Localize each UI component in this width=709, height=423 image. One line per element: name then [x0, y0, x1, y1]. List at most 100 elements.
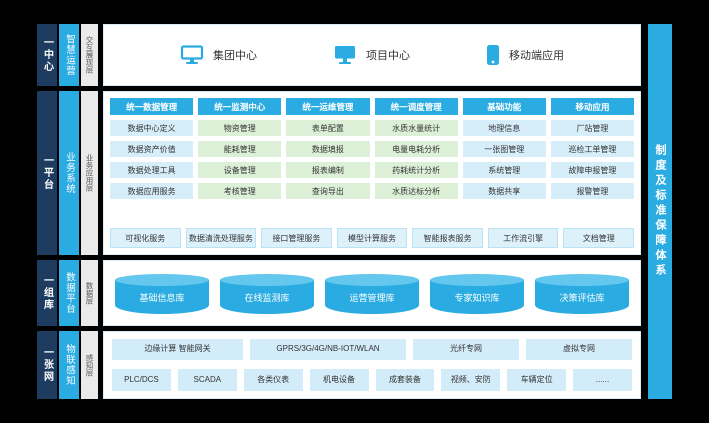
center-label: 项目中心	[366, 50, 410, 62]
layer-rows: 一中心 智慧运营 交互展现层 集团中心 项目中心	[37, 24, 641, 399]
module-columns: 统一数据管理 数据中心定义 数据资产价值 数据处理工具 数据应用服务 统一监测中…	[110, 98, 635, 220]
layer-network: 一张网 物联感知 感知层 边缘计算 智能网关 GPRS/3G/4G/NB-IOT…	[37, 331, 641, 399]
module-item: 数据中心定义	[110, 120, 194, 136]
module-item: 查询导出	[286, 183, 370, 199]
module-item: 物资管理	[198, 120, 282, 136]
layer-platform-subtitle: 业务系统	[59, 91, 79, 255]
service-box: 智能报表服务	[412, 228, 483, 248]
layer-network-title: 一张网	[37, 331, 57, 399]
center-label: 集团中心	[213, 50, 257, 62]
module-item: 能耗管理	[198, 141, 282, 157]
module-mobile-apps: 移动应用 厂站管理 巡检工单管理 故障申报管理 报警管理	[550, 98, 635, 220]
mobile-icon	[486, 44, 500, 66]
cylinder-top	[220, 274, 314, 286]
layer-databases-subtitle: 数据平台	[59, 260, 79, 326]
standards-guarantee-bar: 制度及标准保障体系	[648, 24, 672, 399]
layer-network-subtitle: 物联感知	[59, 331, 79, 399]
device-box: 车辆定位	[507, 369, 567, 391]
network-box: 边缘计算 智能网关	[112, 339, 243, 360]
module-item: 考核管理	[198, 183, 282, 199]
database-label: 在线监测库	[244, 292, 290, 303]
databases-panel: 基础信息库 在线监测库 运营管理库 专家知识库	[103, 260, 641, 326]
layer-network-tier-label: 感知层	[81, 331, 98, 399]
module-unified-data-mgmt: 统一数据管理 数据中心定义 数据资产价值 数据处理工具 数据应用服务	[110, 98, 194, 220]
cylinder-top	[325, 274, 419, 286]
module-item: 报警管理	[550, 183, 635, 199]
module-item: 报表编制	[286, 162, 370, 178]
database-label: 运营管理库	[349, 292, 395, 303]
network-links-row: 边缘计算 智能网关 GPRS/3G/4G/NB-IOT/WLAN 光纤专网 虚拟…	[112, 339, 632, 360]
service-box: 工作流引擎	[487, 228, 559, 248]
module-item: 系统管理	[462, 162, 546, 178]
module-item: 一张图管理	[462, 141, 546, 157]
service-box: 模型计算服务	[336, 228, 408, 248]
desktop-icon	[333, 45, 357, 65]
desktop-icon	[180, 45, 204, 65]
module-ops-mgmt: 统一运维管理 表单配置 数据填报 报表编制 查询导出	[286, 98, 370, 220]
module-dispatch-mgmt: 统一调度管理 水质水量统计 电量电耗分析 药耗统计分析 水质达标分析	[374, 98, 458, 220]
service-box: 可视化服务	[110, 228, 181, 248]
module-basic-functions: 基础功能 地理信息 一张图管理 系统管理 数据共享	[462, 98, 546, 220]
device-box: SCADA	[177, 369, 237, 391]
layer-databases-title: 一组库	[37, 260, 57, 326]
device-box: 各类仪表	[243, 369, 303, 391]
module-item: 数据资产价值	[110, 141, 194, 157]
database-label: 决策评估库	[559, 292, 605, 303]
applications-panel: 统一数据管理 数据中心定义 数据资产价值 数据处理工具 数据应用服务 统一监测中…	[103, 91, 641, 255]
center-group-project: 项目中心	[333, 45, 410, 65]
layer-center-subtitle: 智慧运营	[59, 24, 79, 86]
module-item: 故障申报管理	[550, 162, 635, 178]
database-cylinder: 决策评估库	[535, 274, 629, 314]
diagram-body: 一中心 智慧运营 交互展现层 集团中心 项目中心	[37, 24, 672, 399]
center-group-mobile: 移动端应用	[486, 44, 564, 66]
device-box: 机电设备	[309, 369, 369, 391]
centers-panel: 集团中心 项目中心 移动端应用	[103, 24, 641, 86]
module-title: 统一监测中心	[198, 98, 282, 115]
database-cylinder: 专家知识库	[430, 274, 524, 314]
network-box: 虚拟专网	[526, 339, 632, 360]
layer-center-tier-label: 交互展现层	[81, 24, 98, 86]
module-title: 统一调度管理	[374, 98, 458, 115]
module-item: 地理信息	[462, 120, 546, 136]
center-group-hq: 集团中心	[180, 45, 257, 65]
module-item: 水质达标分析	[374, 183, 458, 199]
database-label: 专家知识库	[454, 292, 500, 303]
module-item: 数据共享	[462, 183, 546, 199]
database-cylinder: 在线监测库	[220, 274, 314, 314]
module-item: 电量电耗分析	[374, 141, 458, 157]
layer-databases: 一组库 数据平台 数据层 基础信息库 在线监测库 运营管理库	[37, 260, 641, 326]
database-cylinder: 运营管理库	[325, 274, 419, 314]
layer-platform: 一平台 业务系统 业务应用层 统一数据管理 数据中心定义 数据资产价值 数据处理…	[37, 91, 641, 255]
layer-databases-tier-label: 数据层	[81, 260, 98, 326]
service-box: 文档管理	[563, 228, 635, 248]
module-item: 水质水量统计	[374, 120, 458, 136]
network-box: GPRS/3G/4G/NB-IOT/WLAN	[250, 339, 406, 360]
cylinder-top	[535, 274, 629, 286]
device-box: 成套装备	[375, 369, 435, 391]
module-item: 厂站管理	[550, 120, 635, 136]
module-item: 数据填报	[286, 141, 370, 157]
module-item: 数据应用服务	[110, 183, 194, 199]
device-box: 视频、安防	[441, 369, 501, 391]
module-title: 统一数据管理	[110, 98, 194, 115]
module-item: 表单配置	[286, 120, 370, 136]
module-title: 统一运维管理	[286, 98, 370, 115]
platform-services-row: 可视化服务 数据清洗处理服务 接口管理服务 模型计算服务 智能报表服务 工作流引…	[110, 228, 635, 248]
center-label: 移动端应用	[509, 50, 564, 62]
layer-center: 一中心 智慧运营 交互展现层 集团中心 项目中心	[37, 24, 641, 86]
database-cylinder: 基础信息库	[115, 274, 209, 314]
cylinder-top	[430, 274, 524, 286]
device-row: PLC/DCS SCADA 各类仪表 机电设备 成套装备 视频、安防 车辆定位 …	[112, 369, 632, 391]
module-item: 设备管理	[198, 162, 282, 178]
cylinder-top	[115, 274, 209, 286]
module-item: 巡检工单管理	[550, 141, 635, 157]
network-box: 光纤专网	[413, 339, 519, 360]
module-monitoring-center: 统一监测中心 物资管理 能耗管理 设备管理 考核管理	[198, 98, 282, 220]
device-box: ......	[573, 369, 632, 391]
device-box: PLC/DCS	[112, 369, 171, 391]
service-box: 数据清洗处理服务	[185, 228, 257, 248]
network-panel: 边缘计算 智能网关 GPRS/3G/4G/NB-IOT/WLAN 光纤专网 虚拟…	[103, 331, 641, 399]
module-item: 药耗统计分析	[374, 162, 458, 178]
service-box: 接口管理服务	[261, 228, 332, 248]
